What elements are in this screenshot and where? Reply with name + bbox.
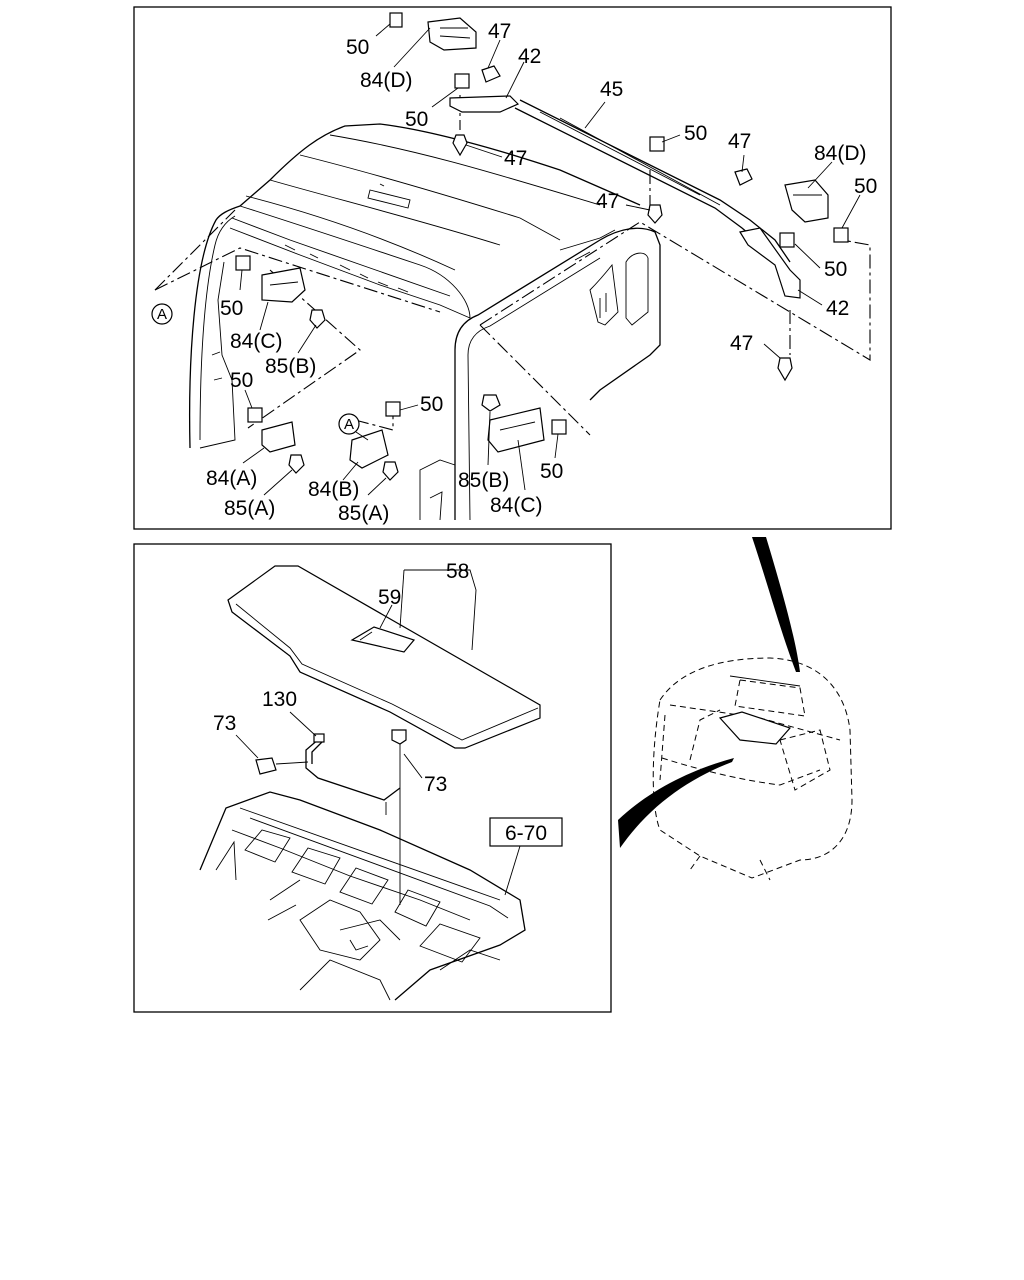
callout-leaders-top [239,23,861,496]
locator-arrows [618,537,800,848]
top-panel-frame [133,6,892,530]
callout-label: 50 [220,297,243,320]
bottom-guide-lines [385,760,401,905]
shelf-58-drawing [227,565,541,749]
bracket-42-left [449,95,520,113]
bottom-panel-frame [133,543,612,1013]
bolt-73-left [255,757,309,775]
top-leader-lines [154,95,871,440]
callout-label: 130 [262,688,297,711]
bracket-84c-right [487,407,545,453]
pad-59-drawing [350,626,416,653]
bracket-84b [349,429,389,469]
callout-label: 85(A) [338,502,389,525]
callout-label: 59 [378,586,401,609]
callout-label: 47 [730,332,753,355]
callout-label: 85(B) [265,355,316,378]
bottom-callout-labels: 58 59 130 73 73 [213,560,469,796]
callout-label: 85(B) [458,469,509,492]
callout-label: 50 [684,122,707,145]
rear-floor-drawing [199,791,526,1001]
callout-label: 58 [446,560,469,583]
rod-130-drawing [305,733,401,801]
callout-label: 50 [420,393,443,416]
shelf-leaders [379,569,477,651]
callout-label: 84(B) [308,478,359,501]
callout-label: 84(D) [360,69,413,92]
callout-label: 50 [230,369,253,392]
callout-label: 42 [826,297,849,320]
cab-locator-drawing [652,657,853,881]
bracket-42-right [739,227,801,299]
callout-label: 73 [213,712,236,735]
callout-label: 47 [596,190,619,213]
callout-label: 47 [728,130,751,153]
ref-box-6-70: 6-70 [489,817,563,896]
ref-mark-a-center-text: A [344,416,354,433]
clip-50-icons [235,12,849,435]
callout-label: 84(A) [206,467,257,490]
bracket-84c-left [261,267,306,303]
callout-label: 73 [424,773,447,796]
screw-icons [288,65,793,481]
callout-label: 47 [488,20,511,43]
ref-box-text: 6-70 [505,822,547,845]
callout-label: 84(C) [490,494,543,517]
callout-label: 50 [346,36,369,59]
callout-label: 50 [824,258,847,281]
hinge-84d-top [427,17,477,51]
callout-label: 50 [854,175,877,198]
callout-label: 84(C) [230,330,283,353]
top-callout-labels: 50 84(D) 47 42 50 47 45 50 47 84(D) 50 4… [206,20,877,525]
callout-label: 45 [600,78,623,101]
ref-mark-a-left-text: A [157,306,167,323]
callout-label: 50 [405,108,428,131]
hinge-84d-right [784,179,829,223]
callout-label: 85(A) [224,497,275,520]
ref-mark-a-center: A [338,413,369,441]
cab-roof-drawing [188,123,661,521]
bracket-84a [261,421,296,453]
callout-label: 84(D) [814,142,867,165]
callout-label: 42 [518,45,541,68]
callout-label: 50 [540,460,563,483]
bolt-73-right [391,729,407,760]
callout-label: 47 [504,147,527,170]
ref-mark-a-left: A [151,303,173,325]
